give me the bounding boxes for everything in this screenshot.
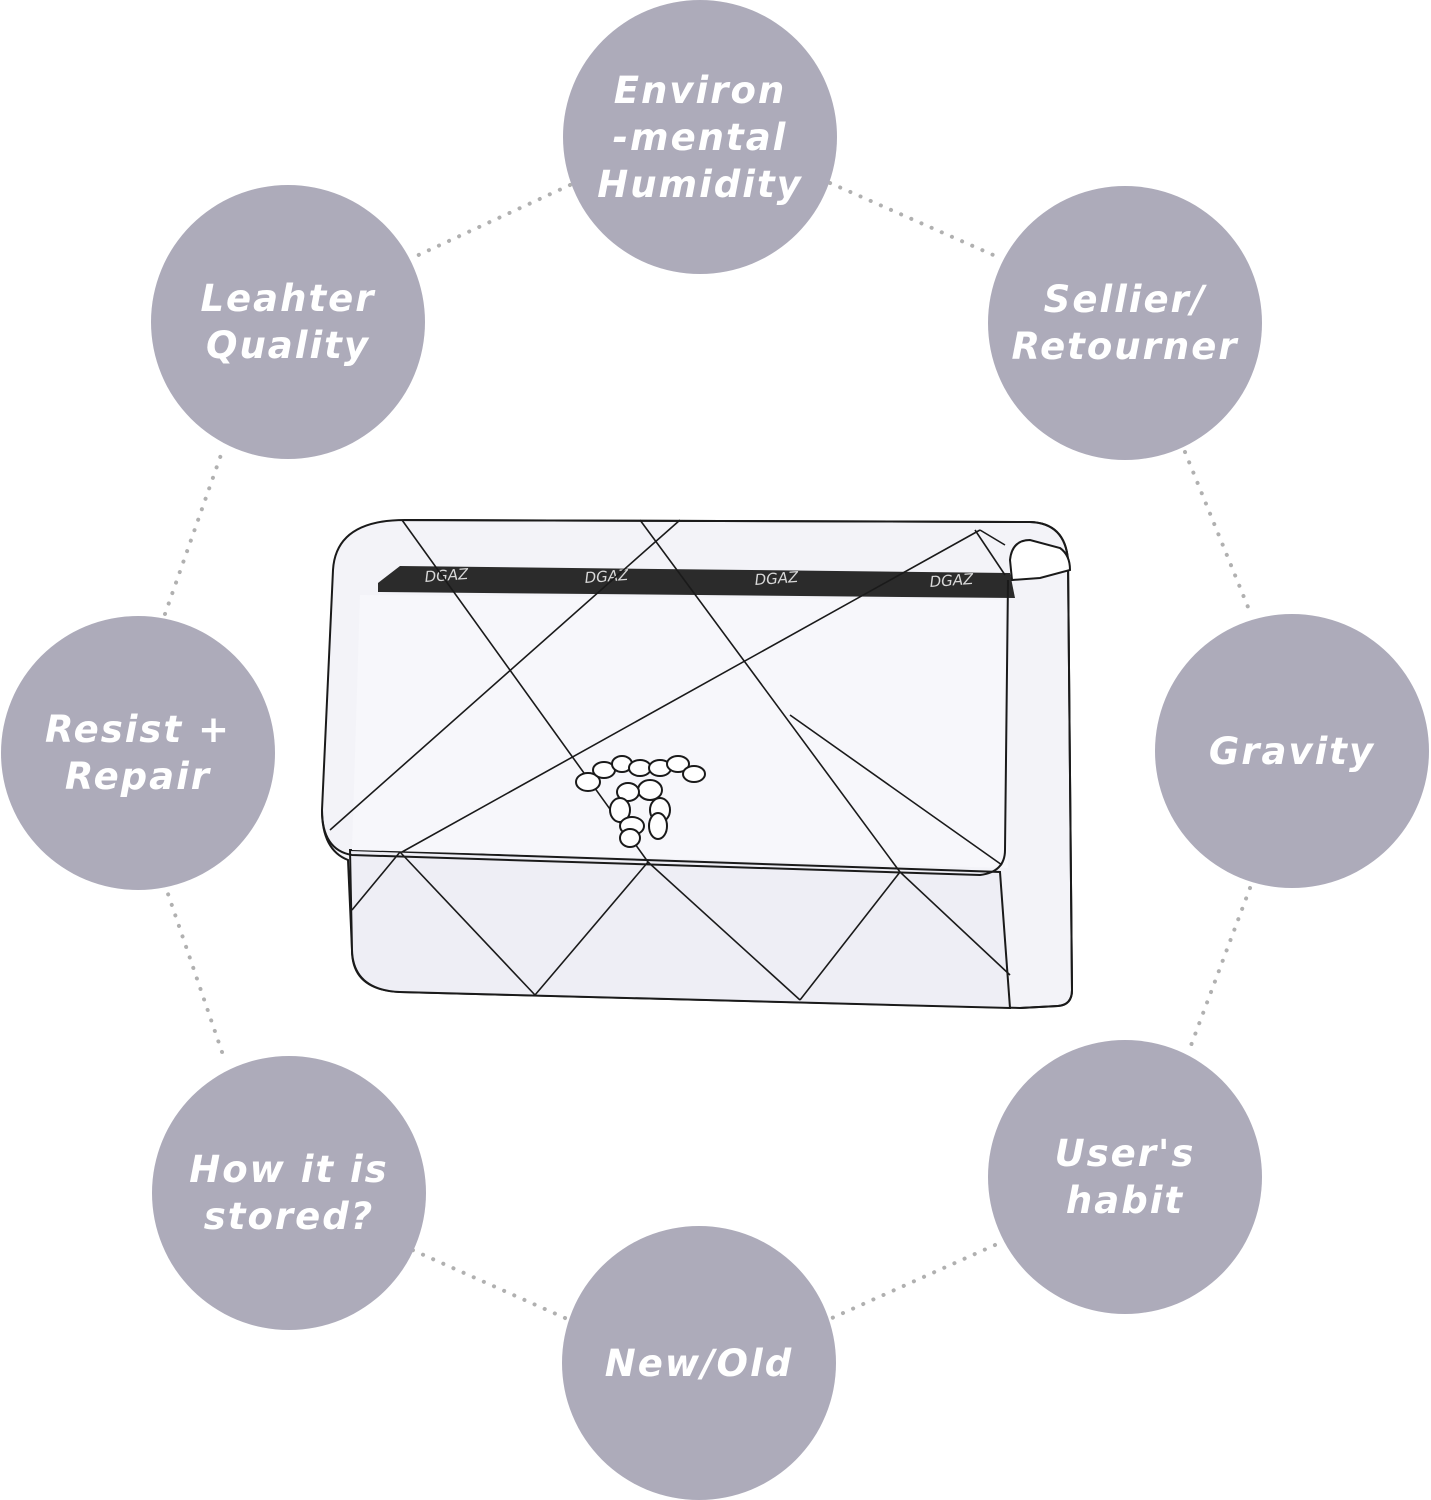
dotted-connector — [828, 181, 1002, 260]
bag-top-band — [378, 566, 1015, 598]
factor-users-habit: User's habit — [988, 1040, 1262, 1314]
dotted-connector — [410, 183, 572, 260]
bag-flap-edge — [321, 579, 1009, 877]
brand-mark: DGAZ — [584, 566, 630, 587]
factor-label: User's habit — [1054, 1132, 1196, 1222]
brand-band-text: DGAZ DGAZ DGAZ DGAZ — [424, 565, 975, 591]
quilting-lines — [329, 519, 1011, 1001]
factor-resist-repair: Resist + Repair — [1, 616, 275, 890]
factor-sellier-retourner: Sellier/ Retourner — [988, 186, 1262, 460]
bag-front-panel — [352, 595, 1008, 868]
factor-label: Resist + Repair — [44, 708, 232, 798]
bag-body — [348, 848, 1012, 1010]
factor-label: Sellier/ Retourner — [1011, 278, 1239, 368]
factor-label: Leahter Quality — [200, 277, 376, 367]
dotted-connector — [163, 450, 224, 616]
factor-label: Environ -mental Humidity — [597, 68, 803, 206]
factor-gravity: Gravity — [1155, 614, 1429, 888]
brand-mark: DGAZ — [929, 570, 975, 591]
brand-mark: DGAZ — [424, 565, 470, 586]
factor-label: Gravity — [1208, 729, 1376, 773]
dotted-connector — [830, 1243, 997, 1320]
dotted-connector — [406, 1246, 567, 1320]
connector-ring — [163, 181, 1252, 1320]
dotted-connector — [164, 886, 224, 1054]
brand-mark: DGAZ — [754, 568, 800, 589]
bag-flap-side — [1008, 538, 1072, 582]
dotted-connector — [1183, 450, 1252, 614]
factor-leather-quality: Leahter Quality — [151, 185, 425, 459]
factor-label: New/Old — [604, 1341, 794, 1385]
factor-how-stored: How it is stored? — [152, 1056, 426, 1330]
factor-environmental-humidity: Environ -mental Humidity — [563, 0, 837, 274]
chain-logo-icon — [575, 755, 706, 848]
factor-label: How it is stored? — [189, 1148, 389, 1238]
handbag-illustration: DGAZ DGAZ DGAZ DGAZ — [320, 518, 1074, 1010]
dotted-connector — [1188, 886, 1252, 1050]
factor-new-old: New/Old — [562, 1226, 836, 1500]
